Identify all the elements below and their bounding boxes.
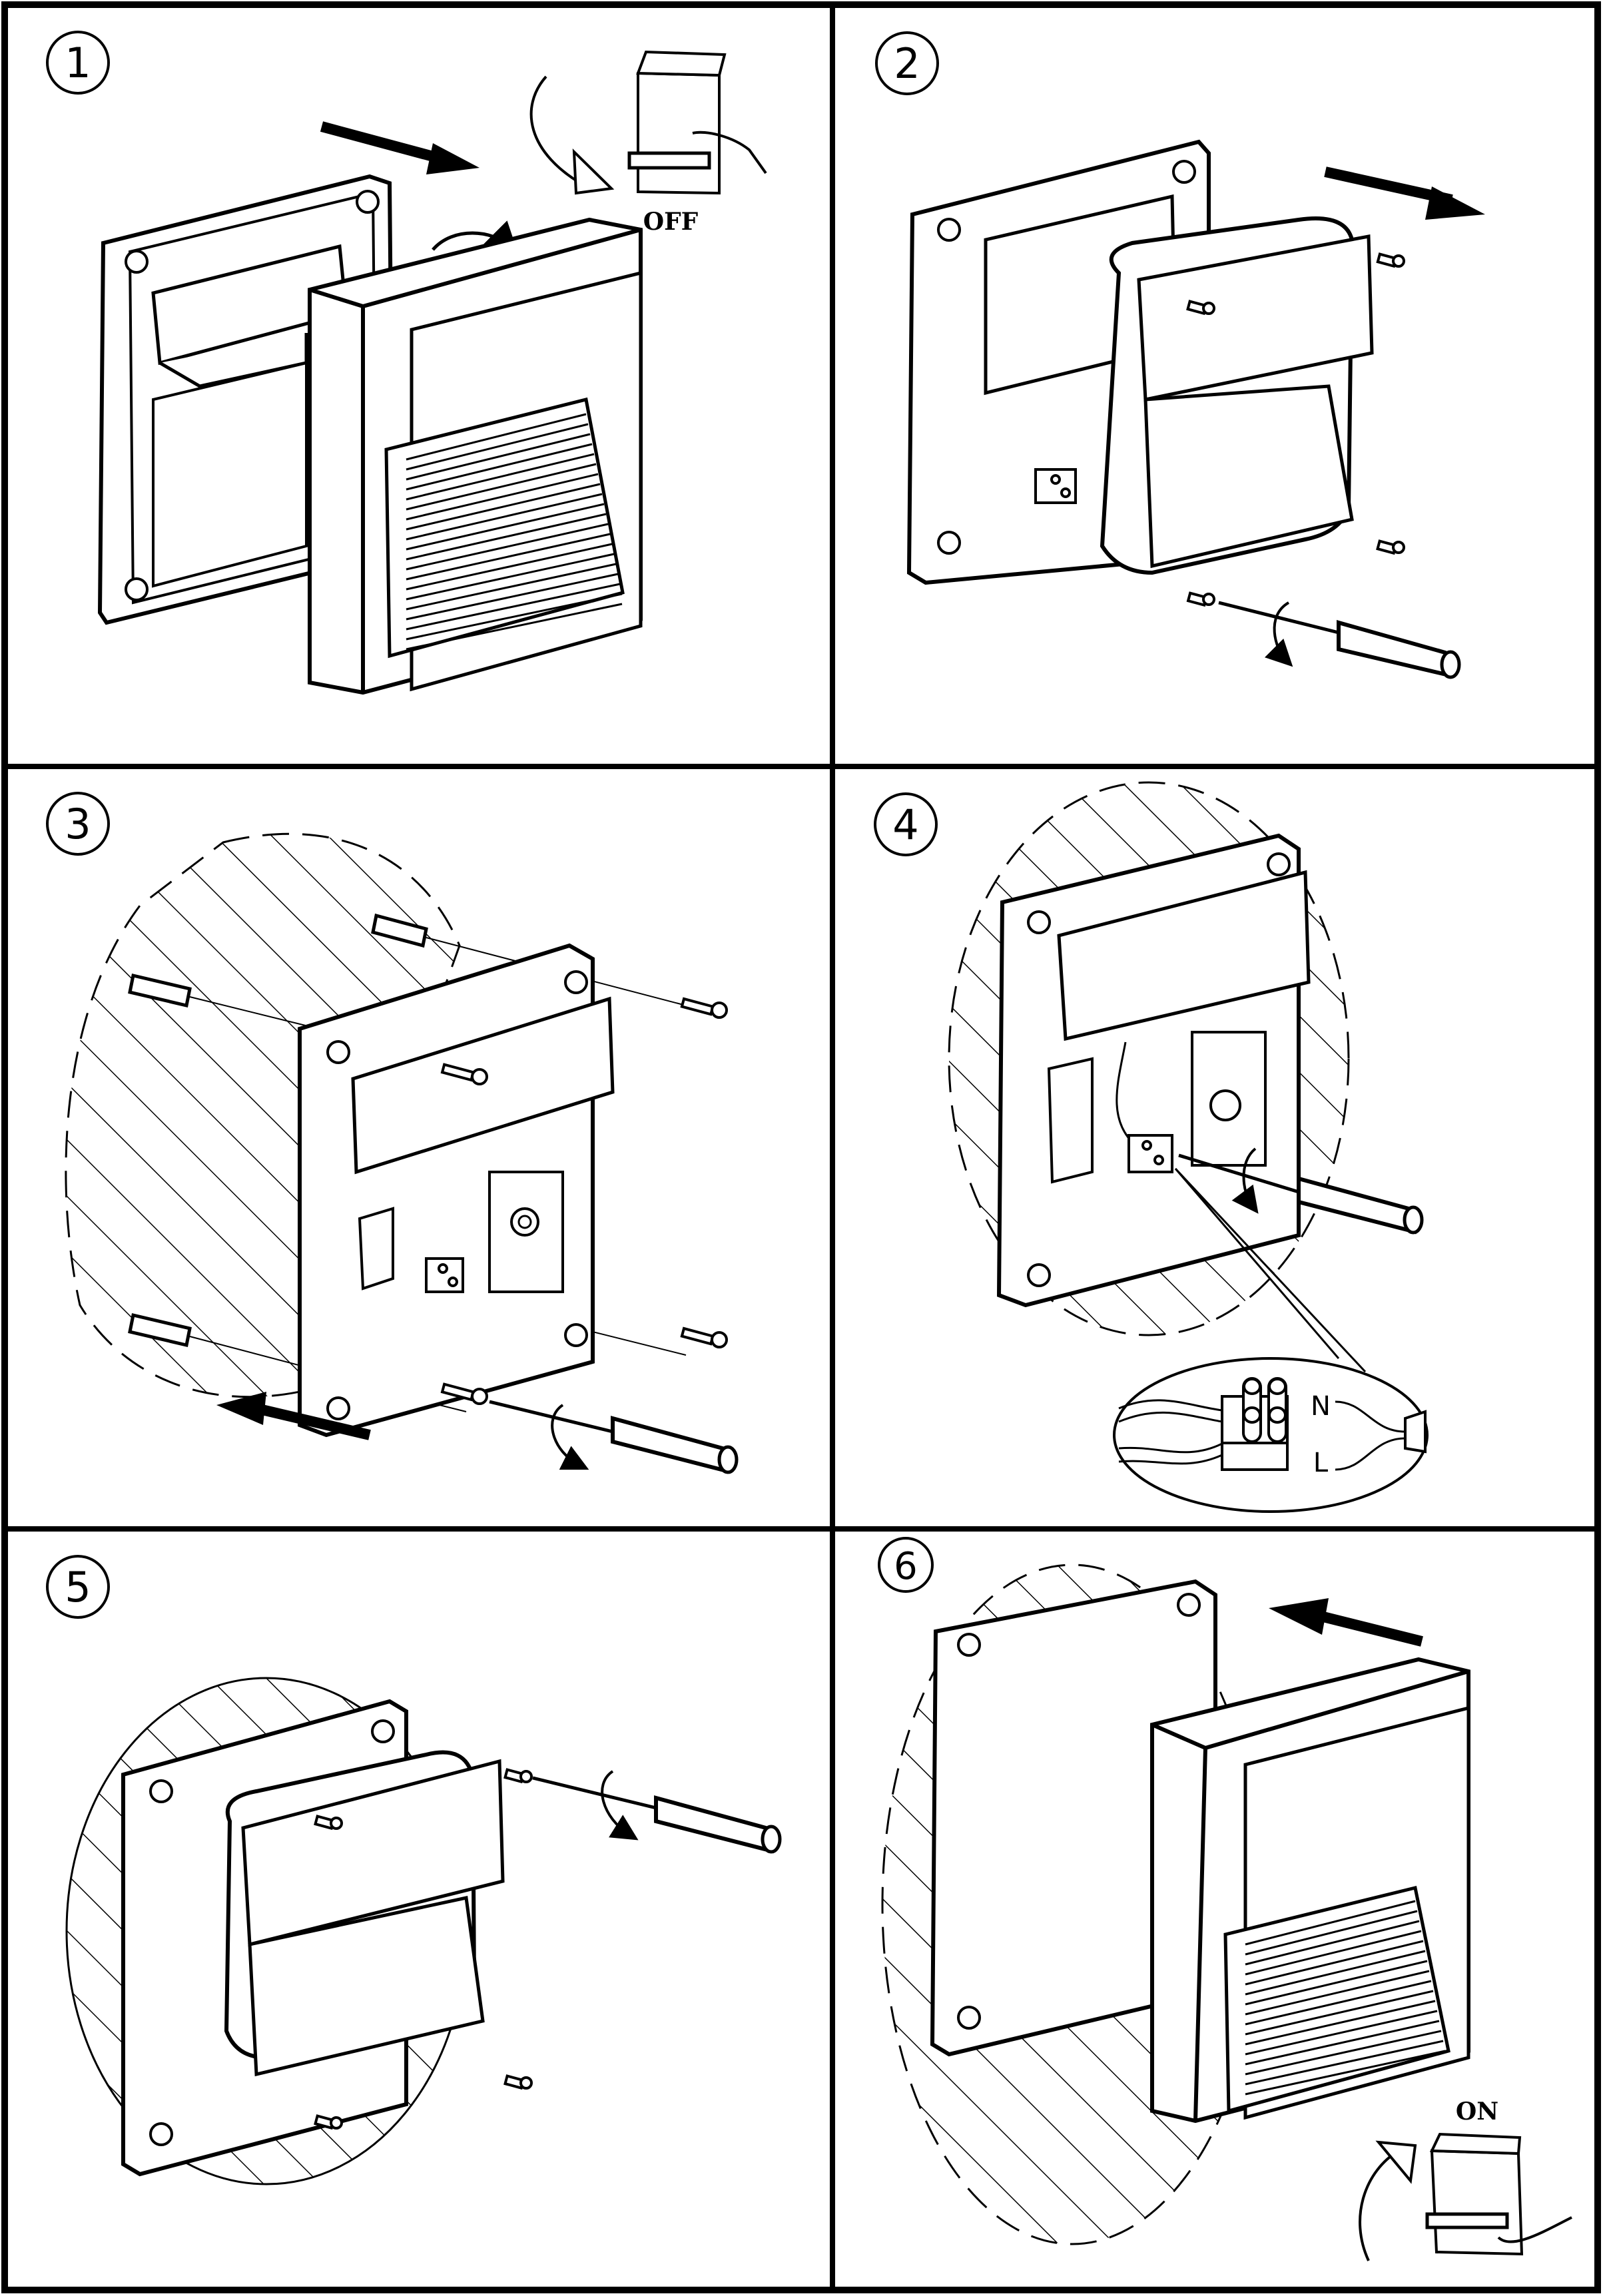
mounting-box-icon	[298, 943, 615, 1438]
step-number-icon: 6	[878, 1537, 934, 1593]
terminal-label-neutral: N	[1311, 1391, 1331, 1422]
wiring-detail-icon	[1113, 1167, 1429, 1513]
switch-on-label: ON	[1456, 2098, 1498, 2126]
screwdriver-icon	[1218, 601, 1461, 679]
terminal-block-icon	[425, 1257, 464, 1293]
step-number-label: 4	[892, 800, 918, 849]
step-panel-6: 6	[878, 1537, 1572, 2261]
step-number-label: 6	[894, 1545, 918, 1588]
step-panel-1: 1	[46, 31, 767, 695]
switch-off-label: OFF	[643, 208, 699, 236]
screwdriver-icon	[532, 1770, 782, 1854]
step-number-icon: 4	[874, 792, 938, 856]
step-number-label: 2	[894, 39, 920, 88]
lamp-body-icon	[1100, 216, 1374, 575]
mounting-box-icon	[996, 833, 1311, 1308]
lamp-cover-icon	[1150, 1657, 1470, 2124]
screw-icon	[314, 1768, 533, 2130]
wall-plug-icon	[128, 913, 428, 1348]
step-panel-2: 2	[875, 31, 1485, 679]
arrow-left-icon	[216, 1392, 371, 1440]
screw-icon	[1186, 252, 1405, 607]
step-panel-3: 3	[46, 792, 739, 1474]
step-number-label: 5	[65, 1563, 91, 1611]
louvre-lines	[1245, 1900, 1446, 2096]
arrow-left-icon	[1269, 1598, 1423, 1647]
screw-icon	[440, 997, 728, 1405]
terminal-label-live: L	[1313, 1448, 1329, 1478]
breaker-switch-on-icon	[1359, 2132, 1572, 2261]
screwdriver-icon	[1178, 1147, 1424, 1235]
lamp-body-icon	[224, 1750, 505, 2077]
step-panel-5: 5	[46, 1555, 782, 2185]
step-number-icon: 2	[875, 31, 939, 95]
step-number-icon: 5	[46, 1555, 110, 1619]
step-number-label: 1	[65, 39, 91, 87]
step-panel-4: 4	[874, 781, 1429, 1513]
lamp-cover-icon	[308, 217, 643, 695]
terminal-block-icon	[1034, 468, 1077, 504]
screwdriver-icon	[489, 1400, 739, 1474]
louvre-lines	[406, 413, 623, 651]
step-number-icon: 3	[46, 792, 110, 856]
arrow-right-icon	[320, 121, 480, 174]
arrow-right-icon	[1324, 166, 1485, 220]
step-number-label: 3	[65, 800, 91, 848]
terminal-block-icon	[1127, 1134, 1173, 1173]
step-number-icon: 1	[46, 31, 110, 95]
breaker-switch-off-icon	[529, 50, 767, 195]
wall-hatch-icon	[65, 832, 461, 1398]
